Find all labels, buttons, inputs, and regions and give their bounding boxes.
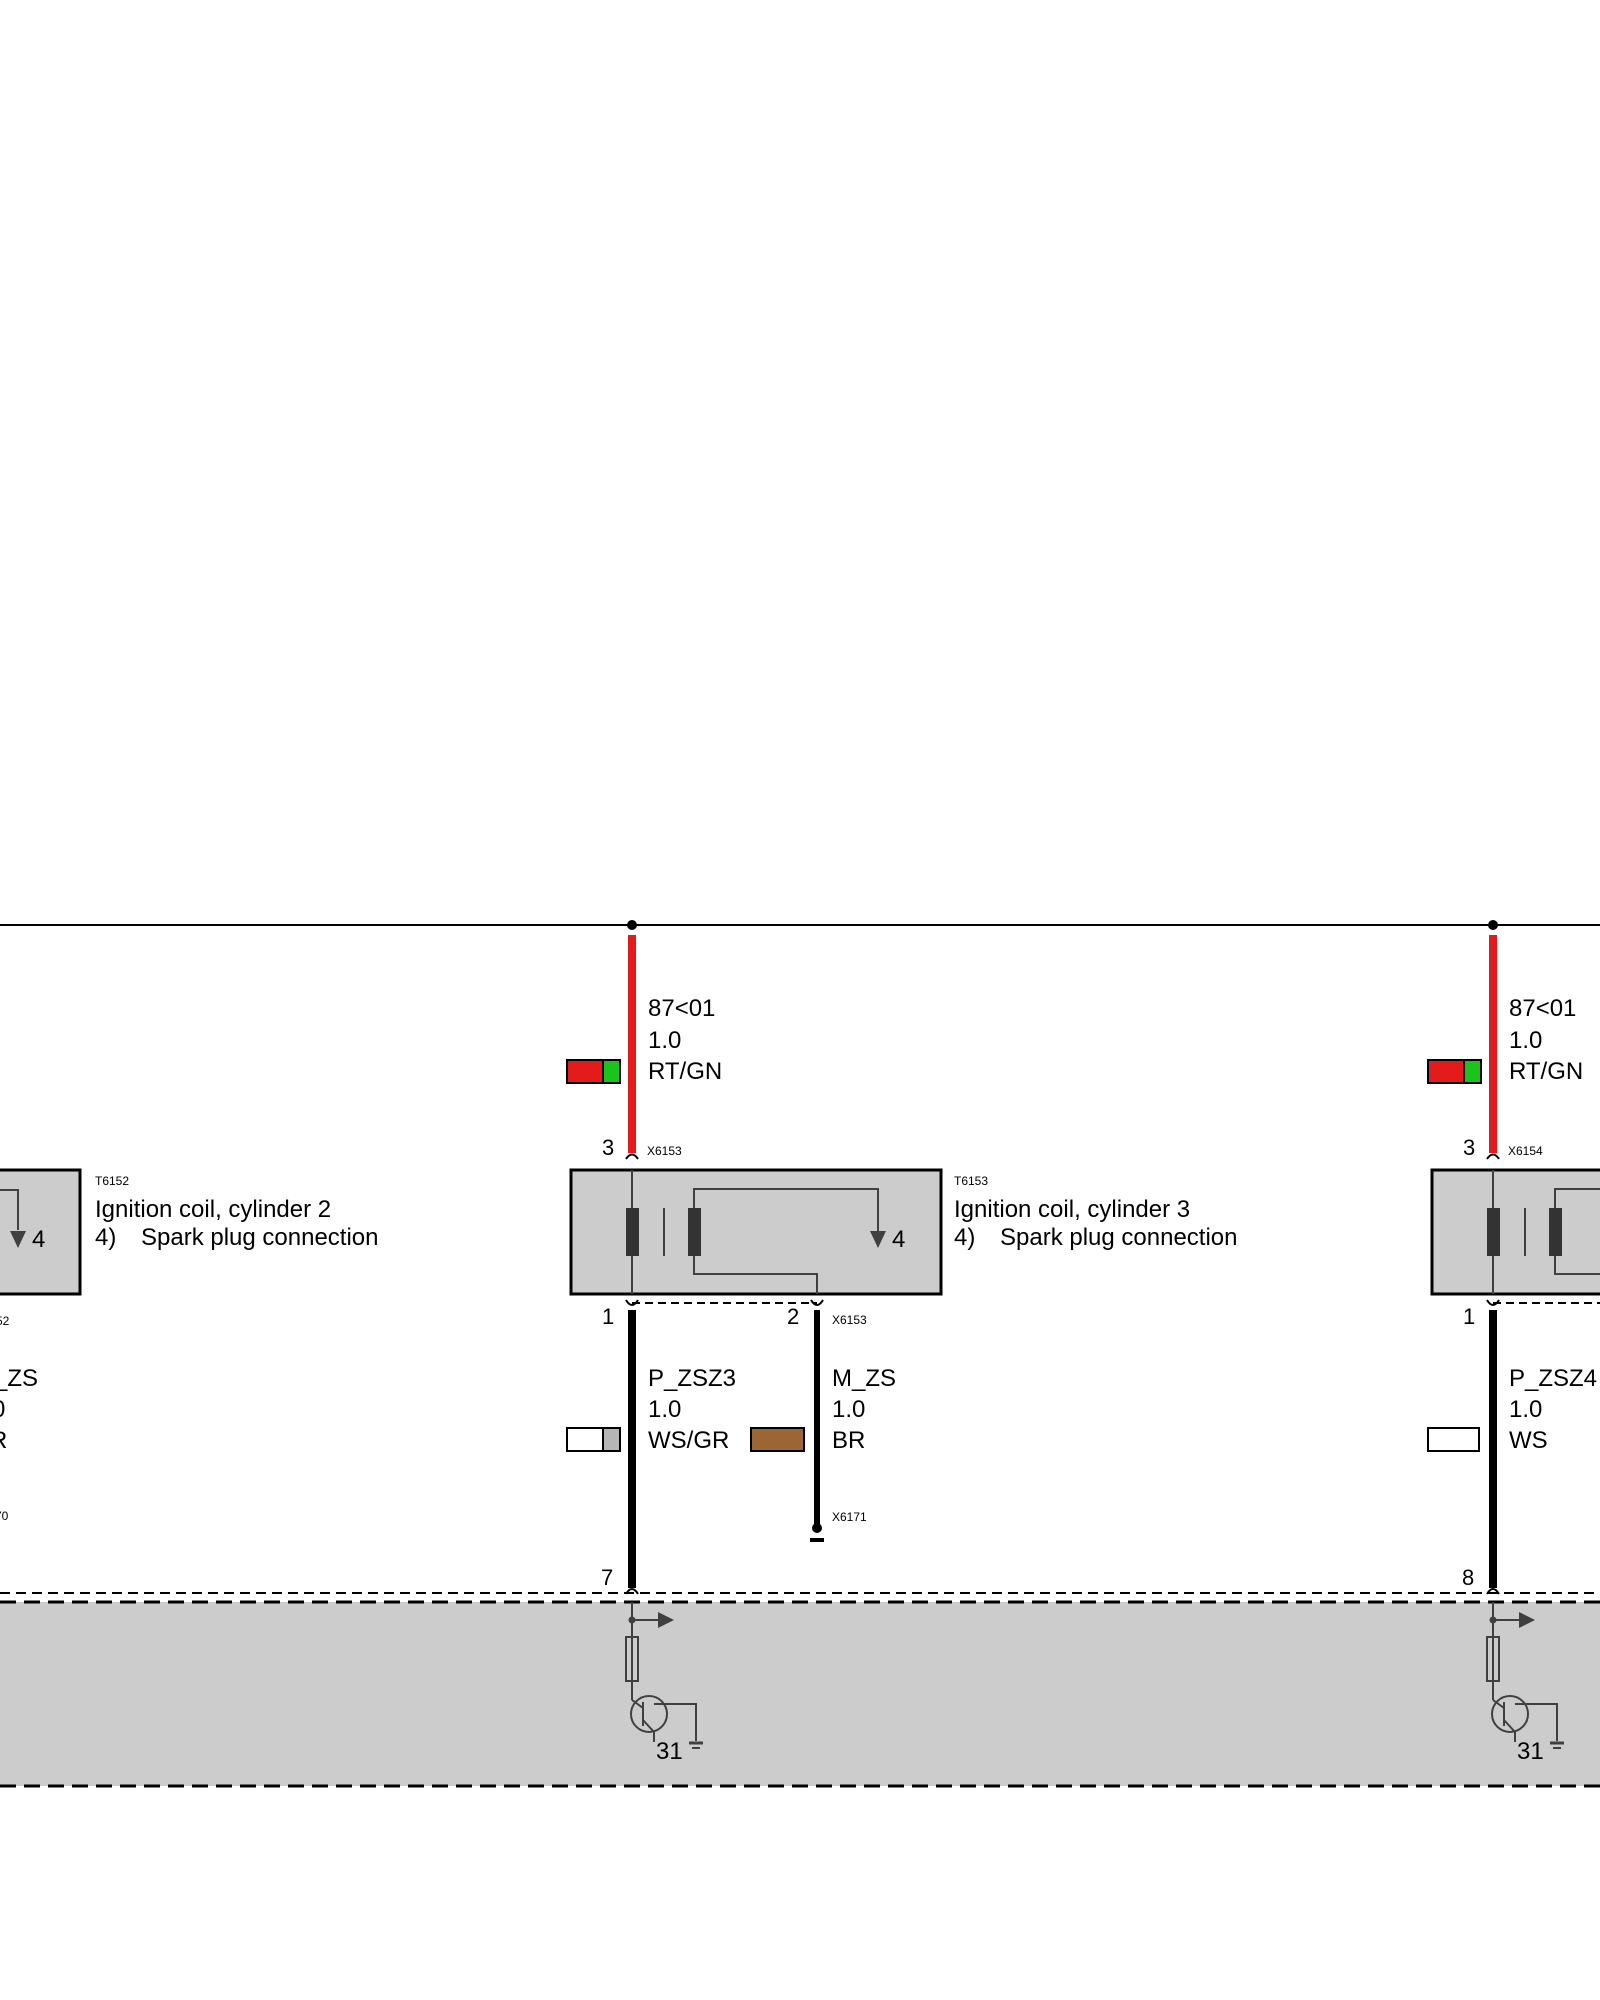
coil3-supply-size: 1.0 [648,1027,681,1054]
coil4-ecu-ground-label: 31 [1517,1738,1544,1765]
coil3-ecu-resistor [625,1636,639,1682]
coil4-primary-winding [1487,1208,1500,1256]
coil4-ecu-transistor [1491,1695,1529,1733]
coil3-supply-color: RT/GN [648,1058,722,1085]
coil3-note-num: 4) [954,1224,975,1251]
coil3-ecu-ground-line [654,1703,697,1741]
coil4-ecu-transistor-collector [1492,1699,1505,1709]
coil3-signal-pin: 1 [602,1304,614,1329]
coil4-supply-connector: X6154 [1508,1144,1543,1158]
coil4-secondary-to-output [1554,1188,1600,1208]
coil4-signal-swatch-white [1427,1427,1480,1452]
coil4-signal-size: 1.0 [1509,1396,1542,1423]
coil3-group: 87<01 1.0 RT/GN 3 X6153 4 T6153 Ignition… [566,920,1238,1765]
coil3-ecu-sense-arrow [658,1612,674,1628]
coil3-ref: T6153 [954,1174,988,1188]
coil4-supply-color: RT/GN [1509,1058,1583,1085]
coil3-ground-terminal [810,1299,824,1306]
coil4-supply-pin: 3 [1463,1135,1475,1160]
coil2-ground-connector-fragment: 70 [0,1509,9,1523]
coil2-note-num: 4) [95,1224,116,1251]
coil2-title: Ignition coil, cylinder 2 [95,1196,331,1223]
coil3-ground-label: M_ZS [832,1365,896,1392]
coil2-ref: T6152 [95,1174,129,1188]
ecu-module [0,1602,1600,1786]
coil3-primary-winding [626,1208,639,1256]
coil3-supply-swatch-green [602,1059,621,1084]
coil3-signal-swatch-grey [602,1427,621,1452]
coil3-ecu-transistor-emitter [642,1719,655,1733]
coil3-ground-pin: 2 [787,1304,799,1329]
coil4-signal-color: WS [1509,1427,1548,1454]
coil3-output-pin: 4 [892,1226,905,1253]
coil4-signal-terminal [1486,1299,1500,1306]
coil3-note-text: Spark plug connection [1000,1224,1238,1251]
coil3-ecu-transistor-collector [631,1699,644,1709]
coil4-supply-terminal [1486,1153,1500,1160]
coil2-output-pin: 4 [32,1226,45,1253]
coil3-supply-terminal [625,1153,639,1160]
coil3-ground-swatch-brown [750,1427,805,1452]
coil4-ecu-ground-line [1515,1703,1558,1741]
coil4-secondary-winding [1549,1208,1562,1256]
coil4-supply-size: 1.0 [1509,1027,1542,1054]
coil3-ground-color: BR [832,1427,865,1454]
coil3-ecu-ground-label: 31 [656,1738,683,1765]
coil3-signal-color: WS/GR [648,1427,729,1454]
coil4-supply-swatch-green [1463,1059,1482,1084]
coil4-signal-pin: 1 [1463,1304,1475,1329]
coil3-ground-connector: X6153 [832,1313,867,1327]
coil4-secondary-to-ground [1554,1256,1600,1275]
coil3-secondary-winding [688,1208,701,1256]
coil4-ecu-resistor [1486,1636,1500,1682]
coil2-output-arrow [10,1231,26,1248]
coil3-supply-label: 87<01 [648,995,715,1022]
coil3-supply-connector: X6153 [647,1144,682,1158]
coil3-title: Ignition coil, cylinder 3 [954,1196,1190,1223]
coil3-ecu-transistor [630,1695,668,1733]
coil2-ground-label: _ZS [0,1365,38,1392]
coil3-supply-junction [627,920,637,930]
coil3-secondary-to-output [693,1188,879,1231]
coil3-signal-swatch-white [566,1427,604,1452]
coil4-supply-junction [1488,920,1498,930]
coil4-ecu-terminal [1486,1588,1500,1595]
coil2-ground-color: R [0,1427,7,1454]
coil3-supply-swatch-red [566,1059,604,1084]
coil3-signal-terminal [625,1299,639,1306]
coil3-ground-end-dot [812,1523,822,1533]
coil4-ecu-transistor-emitter [1503,1719,1516,1733]
coil2-connector-fragment: 52 [0,1314,10,1328]
coil3-ecu-terminal [625,1588,639,1595]
coil2-group: 4 T6152 Ignition coil, cylinder 2 4) Spa… [0,1168,379,1523]
coil3-output-arrow [870,1231,886,1248]
coil3-supply-pin: 3 [602,1135,614,1160]
coil3-ground-size: 1.0 [832,1396,865,1423]
coil2-ground-size: 0 [0,1396,5,1423]
coil4-supply-swatch-red [1427,1059,1465,1084]
coil4-group: 87<01 1.0 RT/GN 3 X6154 1 P_ZSZ4 1.0 WS … [1427,920,1600,1765]
coil2-output-line [0,1189,19,1230]
coil4-signal-label: P_ZSZ4 [1509,1365,1597,1392]
coil4-ecu-sense-arrow [1519,1612,1535,1628]
coil2-note-text: Spark plug connection [141,1224,379,1251]
coil4-supply-label: 87<01 [1509,995,1576,1022]
coil3-signal-size: 1.0 [648,1396,681,1423]
coil3-ground-end-connector: X6171 [832,1510,867,1524]
coil4-ecu-pin: 8 [1462,1565,1474,1590]
coil3-signal-label: P_ZSZ3 [648,1365,736,1392]
coil3-secondary-to-ground [693,1256,818,1294]
coil3-ecu-pin: 7 [601,1565,613,1590]
